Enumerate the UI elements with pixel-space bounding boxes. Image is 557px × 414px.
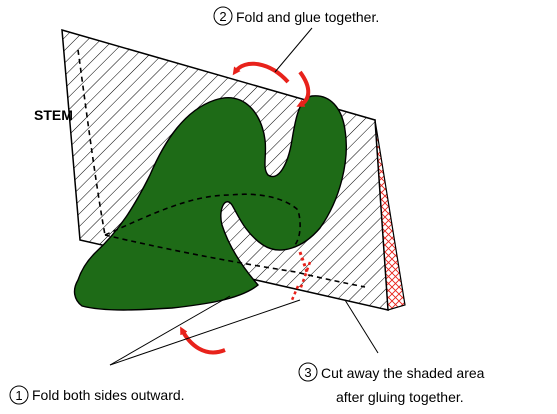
stem-label: STEM <box>34 107 73 123</box>
step2-label: 2 Fold and glue together. <box>213 6 379 26</box>
step3-number: 3 <box>304 365 311 380</box>
step1-number: 1 <box>15 388 22 403</box>
step2-number-circle <box>213 6 233 26</box>
leader-lines <box>109 27 379 366</box>
guide-lines <box>77 49 366 301</box>
step1-text: Fold both sides outward. <box>32 387 185 403</box>
step2-number: 2 <box>219 9 226 24</box>
red-arrows <box>180 61 311 355</box>
step3-line2: after gluing together. <box>336 389 464 405</box>
step2-text: Fold and glue together. <box>236 9 379 25</box>
step1-number-circle <box>9 385 29 405</box>
green-leaf <box>73 95 347 311</box>
step3-label: 3 Cut away the shaded area after gluing … <box>298 362 485 405</box>
step3-number-circle <box>298 362 318 382</box>
step3-line1: Cut away the shaded area <box>321 365 485 381</box>
step1-label: 1 Fold both sides outward. <box>9 385 185 405</box>
